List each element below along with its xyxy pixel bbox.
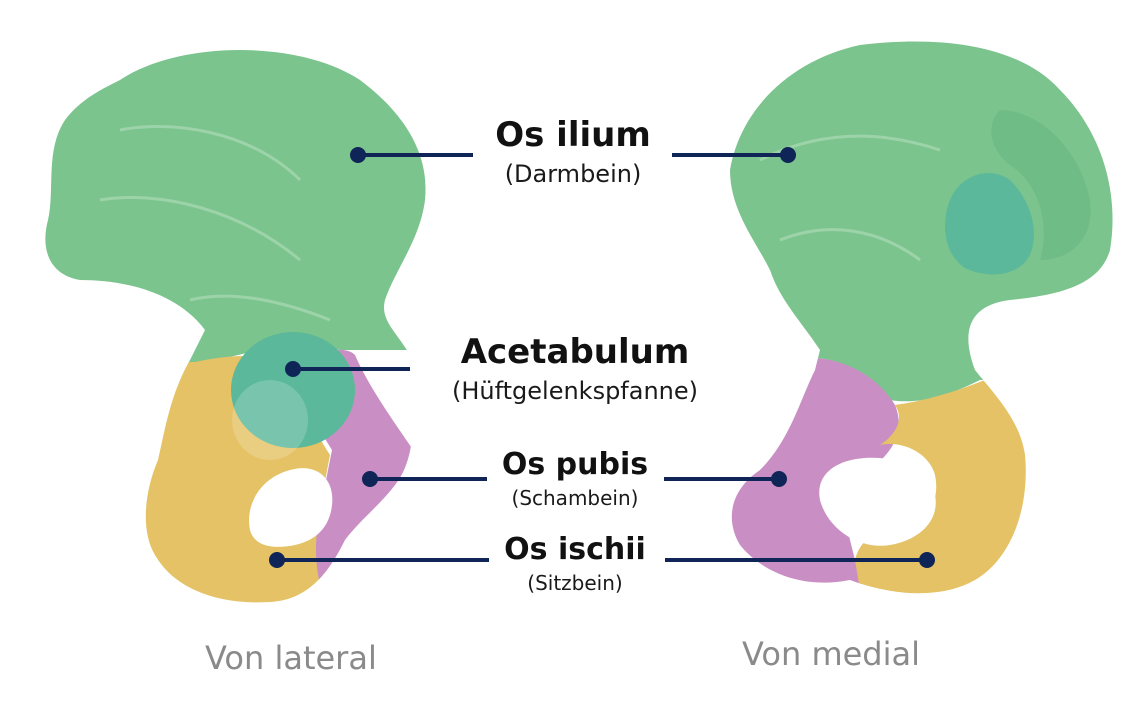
medial-hip-bone bbox=[730, 41, 1113, 594]
lateral-shading bbox=[99, 125, 331, 322]
label-ischium-subtitle: (Sitzbein) bbox=[527, 571, 623, 595]
lateral-hip-bone bbox=[45, 50, 426, 603]
label-ischium-title: Os ischii bbox=[504, 532, 646, 567]
label-acetabulum-title: Acetabulum bbox=[460, 332, 690, 372]
leader-dot-ilium-left bbox=[350, 147, 366, 163]
medial-obturator-foramen bbox=[819, 457, 936, 546]
leader-dot-ilium-right bbox=[780, 147, 796, 163]
label-ischium: Os ischii (Sitzbein) bbox=[470, 532, 680, 595]
label-pubis-title: Os pubis bbox=[501, 447, 649, 482]
caption-medial-view: Von medial bbox=[742, 635, 920, 673]
leader-dot-acetabulum-left bbox=[285, 361, 301, 377]
label-ilium-subtitle: (Darmbein) bbox=[504, 160, 642, 188]
label-pubis-subtitle: (Schambein) bbox=[511, 486, 639, 510]
caption-lateral-view: Von lateral bbox=[205, 639, 377, 677]
label-ilium: Os ilium (Darmbein) bbox=[473, 118, 673, 186]
lateral-obturator-foramen bbox=[249, 468, 333, 547]
label-ilium-title: Os ilium bbox=[495, 115, 651, 155]
label-acetabulum: Acetabulum (Hüftgelenkspfanne) bbox=[405, 335, 745, 403]
leader-dot-pubis-right bbox=[771, 471, 787, 487]
leader-lines bbox=[269, 147, 935, 568]
medial-auricular-surface bbox=[945, 172, 1034, 275]
medial-iliac-tuberosity bbox=[991, 110, 1091, 260]
lateral-ilium-region bbox=[45, 50, 426, 365]
label-pubis: Os pubis (Schambein) bbox=[470, 447, 680, 510]
lateral-acetabulum-region bbox=[231, 332, 355, 448]
leader-dot-pubis-left bbox=[362, 471, 378, 487]
label-acetabulum-subtitle: (Hüftgelenkspfanne) bbox=[451, 377, 699, 405]
leader-dot-ischium-left bbox=[269, 552, 285, 568]
leader-dot-ischium-right bbox=[919, 552, 935, 568]
lateral-acetabulum-rim bbox=[232, 380, 308, 460]
